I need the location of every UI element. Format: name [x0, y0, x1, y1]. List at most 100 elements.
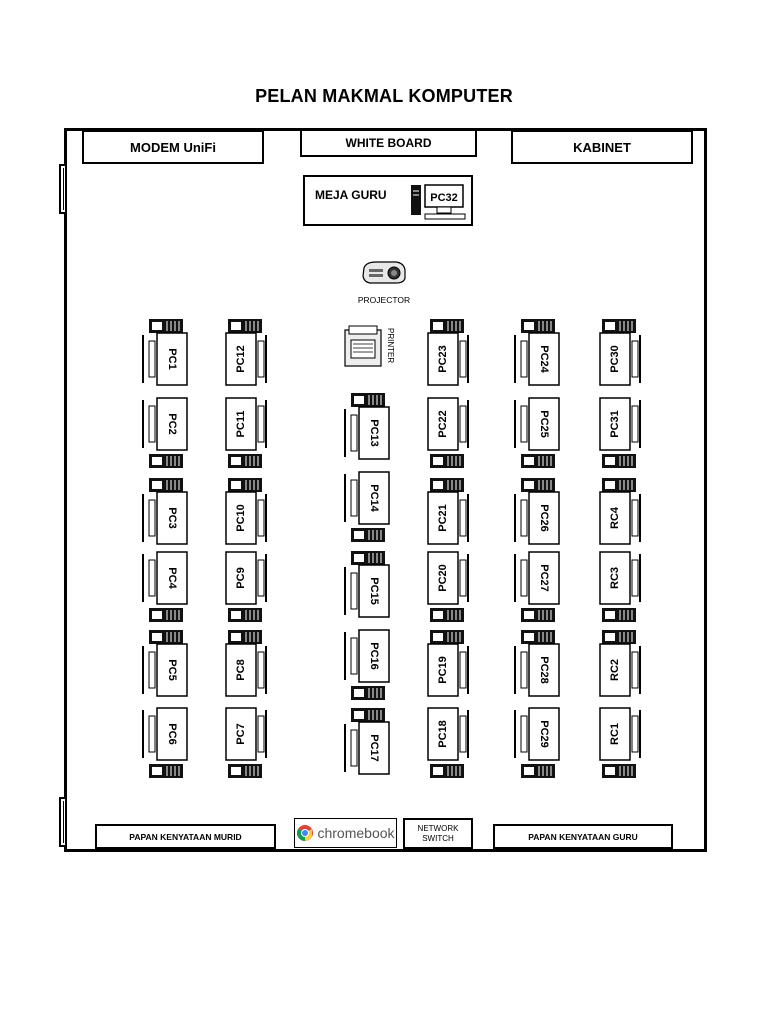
- workstation-label: PC30: [609, 345, 621, 373]
- monitor-icon: [427, 397, 459, 451]
- monitor-icon: [599, 397, 631, 451]
- workstation-label: PC5: [166, 659, 178, 680]
- printer-label: PRINTER: [386, 328, 395, 363]
- monitor-icon: [427, 707, 459, 761]
- workstation: RC4: [599, 478, 641, 545]
- teacher-pc-icon: PC32: [411, 184, 466, 220]
- workstation: PC13: [344, 393, 390, 460]
- workstation-label: PC2: [166, 413, 178, 434]
- page-title: PELAN MAKMAL KOMPUTER: [255, 86, 513, 106]
- cabinet-label: KABINET: [573, 139, 631, 155]
- workstation: RC2: [599, 630, 641, 697]
- monitor-icon: [156, 551, 188, 605]
- workstation: PC16: [344, 629, 390, 700]
- printer-icon: [344, 325, 382, 367]
- monitor-icon: [528, 551, 560, 605]
- workstation: PC18: [427, 707, 469, 778]
- workstation: PC21: [427, 478, 469, 545]
- monitor-icon: [528, 491, 560, 545]
- printer-label-svg: PRINTER: [386, 328, 395, 363]
- chrome-logo-icon: [297, 825, 314, 841]
- whiteboard-label: WHITE BOARD: [345, 136, 432, 150]
- monitor-icon: [427, 332, 459, 386]
- workstation-label: PC18: [437, 720, 449, 748]
- workstation: PC5: [142, 630, 188, 697]
- workstation: PC25: [514, 397, 560, 468]
- workstation-label: PC21: [437, 504, 449, 532]
- monitor-icon: [225, 707, 257, 761]
- workstation-label: PC10: [235, 504, 247, 532]
- monitor-icon: [599, 551, 631, 605]
- workstation-label: RC2: [609, 659, 621, 681]
- monitor-icon: [599, 643, 631, 697]
- monitor-icon: [528, 397, 560, 451]
- workstation-label: PC27: [538, 564, 550, 592]
- workstation: PC11: [225, 397, 267, 468]
- projector-icon: [362, 261, 406, 284]
- workstation-label: PC14: [368, 484, 380, 512]
- workstation: PC15: [344, 551, 390, 618]
- monitor-icon: [528, 332, 560, 386]
- monitor-icon: [599, 491, 631, 545]
- monitor-icon: [225, 332, 257, 386]
- monitor-icon: [225, 551, 257, 605]
- workstation-label: PC12: [235, 345, 247, 373]
- network-switch-box: NETWORK SWITCH: [403, 818, 473, 849]
- teacher-desk-label: MEJA GURU: [315, 187, 387, 202]
- workstation-label: PC29: [538, 720, 550, 748]
- workstation-label: PC9: [235, 567, 247, 588]
- workstation-label: PC6: [166, 723, 178, 744]
- monitor-icon: [225, 491, 257, 545]
- monitor-icon: [358, 721, 390, 775]
- workstation: PC12: [225, 319, 267, 386]
- teacher-pc-label: PC32: [430, 192, 458, 204]
- workstation-label: RC4: [609, 506, 621, 529]
- modem-unifi-label: MODEM UniFi: [130, 139, 216, 155]
- workstation-label: RC3: [609, 567, 621, 589]
- workstation: PC4: [142, 551, 188, 622]
- monitor-icon: [156, 707, 188, 761]
- workstation-label: PC4: [166, 567, 178, 589]
- workstation: PC17: [344, 708, 390, 775]
- workstation-label: PC24: [538, 345, 550, 373]
- network-switch-label: NETWORK SWITCH: [417, 823, 459, 843]
- workstation: PC1: [142, 319, 188, 386]
- workstation-label: PC26: [538, 504, 550, 532]
- workstation: RC1: [599, 707, 641, 778]
- monitor-icon: [358, 564, 390, 618]
- monitor-icon: [528, 643, 560, 697]
- workstation-label: PC11: [235, 411, 247, 438]
- workstation: PC7: [225, 707, 267, 778]
- workstation: PC14: [344, 471, 390, 542]
- workstation-label: PC20: [437, 564, 449, 592]
- workstation: PC10: [225, 478, 267, 545]
- workstation: PC2: [142, 397, 188, 468]
- workstation: PC22: [427, 397, 469, 468]
- workstation: PC28: [514, 630, 560, 697]
- workstation-label: PC7: [235, 723, 247, 744]
- workstation-label: PC13: [368, 419, 380, 447]
- workstation: PC9: [225, 551, 267, 622]
- workstation: PC26: [514, 478, 560, 545]
- monitor-icon: [156, 397, 188, 451]
- workstation: PC23: [427, 319, 469, 386]
- workstation: PC20: [427, 551, 469, 622]
- workstation: PC30: [599, 319, 641, 386]
- workstation-label: PC17: [368, 734, 380, 762]
- monitor-icon: [358, 406, 390, 460]
- door-bottom-left: [59, 797, 67, 847]
- student-notice-board-label: PAPAN KENYATAAN MURID: [129, 831, 242, 842]
- monitor-icon: [358, 629, 390, 683]
- monitor-icon: [427, 551, 459, 605]
- workstation-label: PC8: [235, 659, 247, 680]
- workstation-label: PC16: [368, 642, 380, 670]
- workstation: PC29: [514, 707, 560, 778]
- monitor-icon: [427, 643, 459, 697]
- workstation-label: PC3: [166, 507, 178, 528]
- workstation-label: PC15: [368, 577, 380, 605]
- modem-unifi-box: MODEM UniFi: [82, 130, 264, 164]
- whiteboard-box: WHITE BOARD: [300, 129, 477, 157]
- student-notice-board: PAPAN KENYATAAN MURID: [95, 824, 276, 849]
- monitor-icon: [156, 491, 188, 545]
